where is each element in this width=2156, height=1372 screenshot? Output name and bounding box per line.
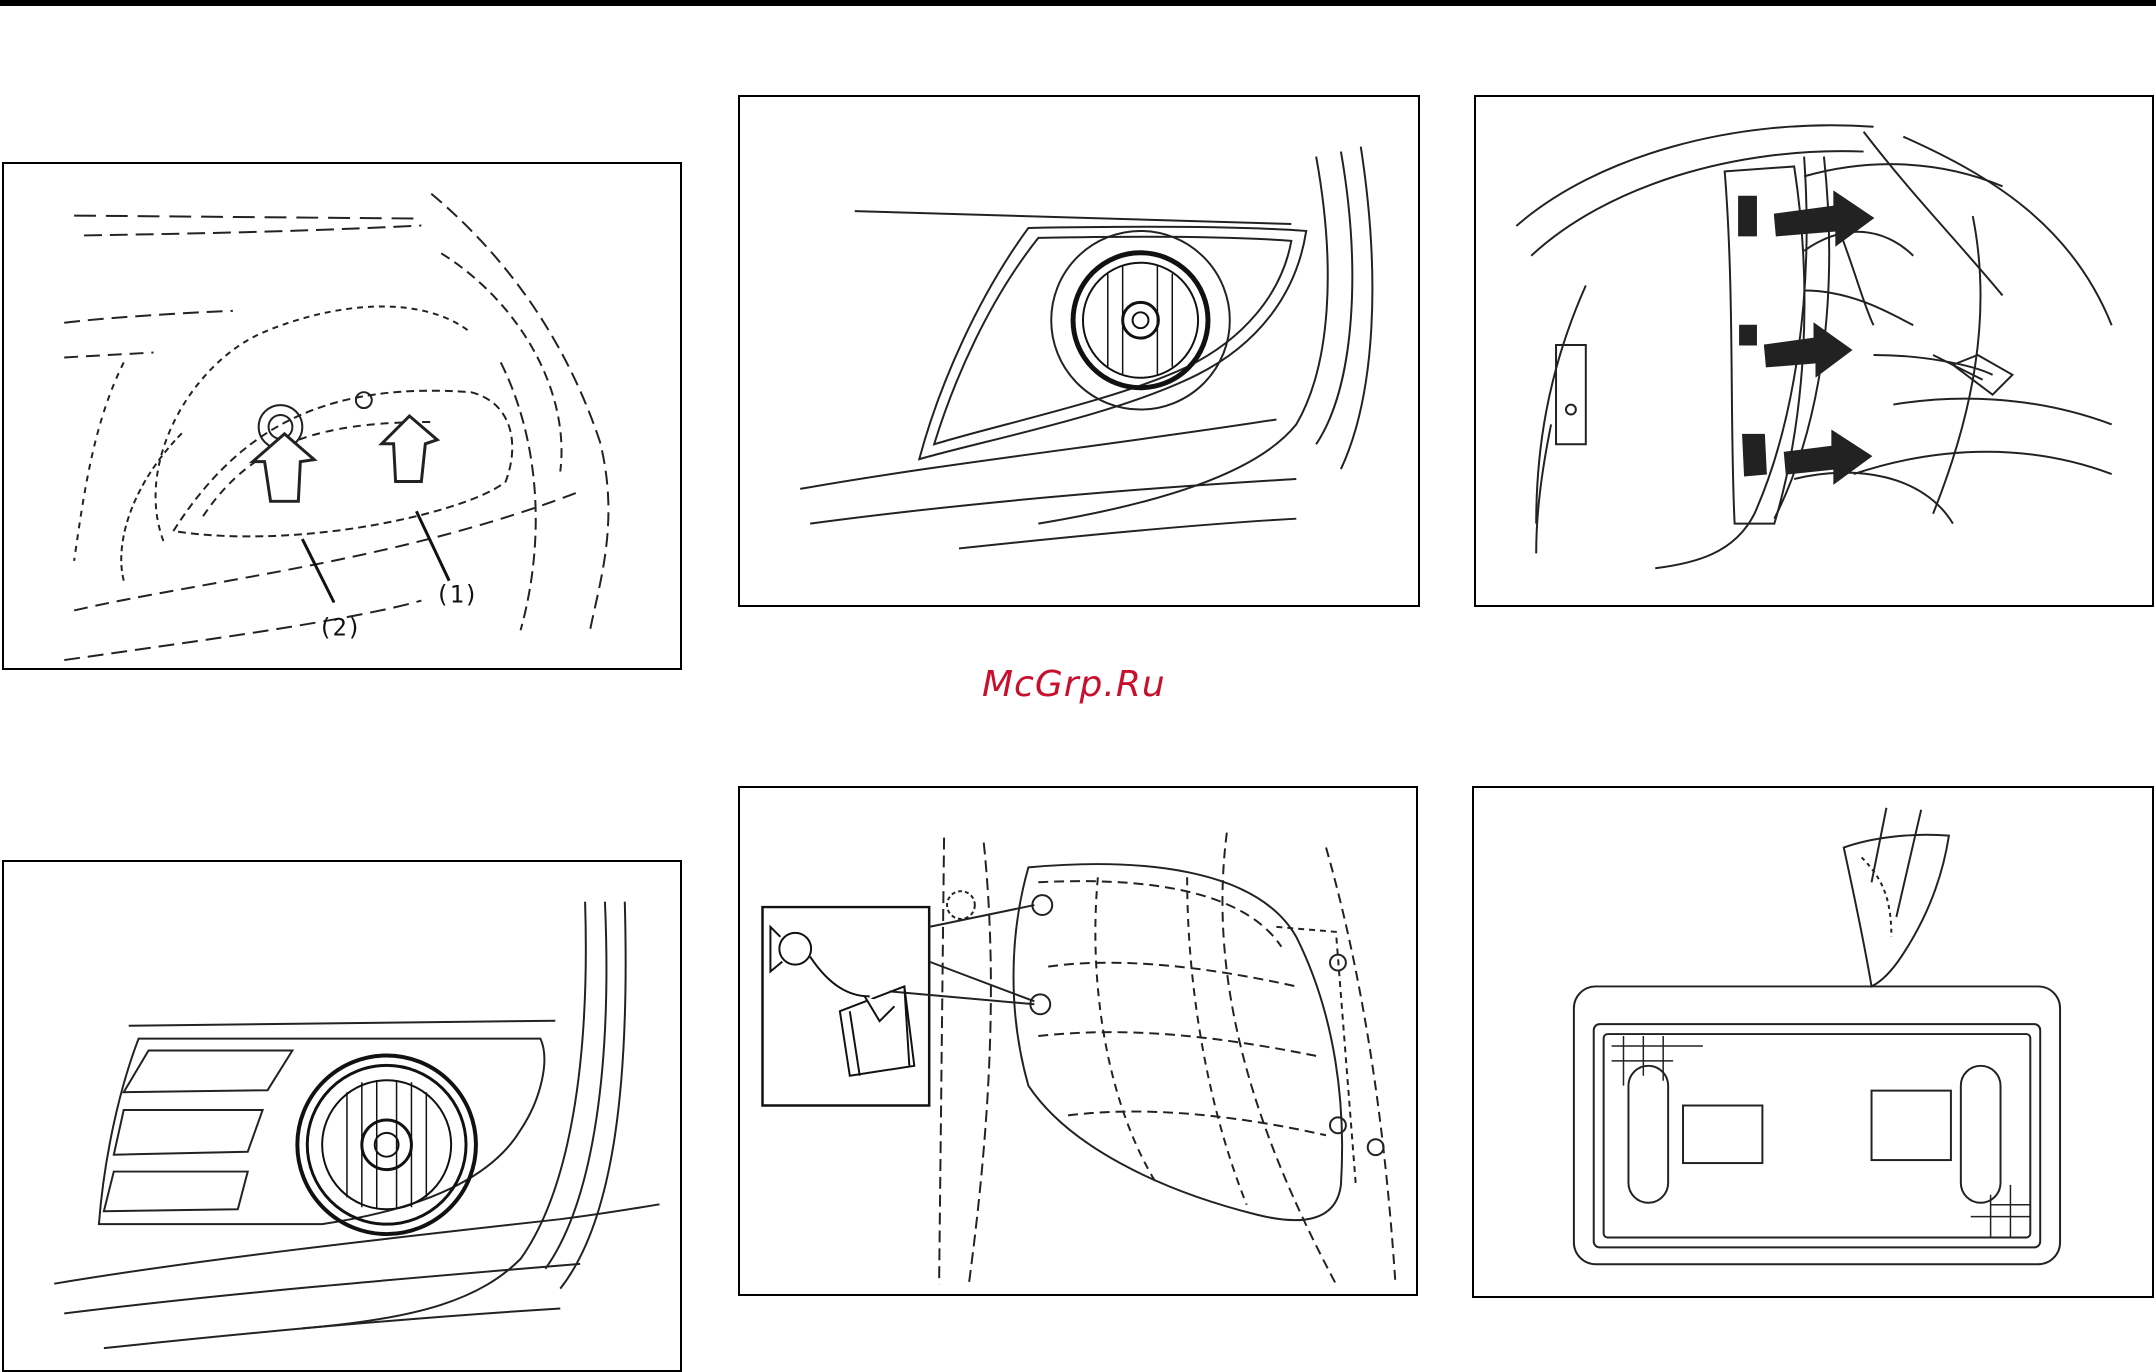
figure-rear-lamp-removal: [738, 786, 1418, 1296]
figure-fog-lamp-round: [738, 95, 1420, 607]
fog-lamp-front-drawing: [4, 862, 680, 1370]
fog-lamp-round-drawing: [740, 97, 1418, 605]
headlight-drawing: (2) (1): [4, 164, 680, 668]
watermark: McGrp.Ru: [982, 664, 1166, 705]
figure-fog-lamp-front: [2, 860, 682, 1372]
rear-lamp-drawing: [740, 788, 1416, 1294]
license-lamp-drawing: [1474, 788, 2152, 1296]
connector-release-drawing: [1476, 97, 2152, 605]
figure-headlight-bulb: (2) (1): [2, 162, 682, 670]
figure-license-plate-lamp: [1472, 786, 2154, 1298]
top-rule: [0, 0, 2156, 6]
callout-1: (1): [435, 581, 478, 609]
figure-connector-release: [1474, 95, 2154, 607]
callout-2: (2): [318, 613, 361, 641]
